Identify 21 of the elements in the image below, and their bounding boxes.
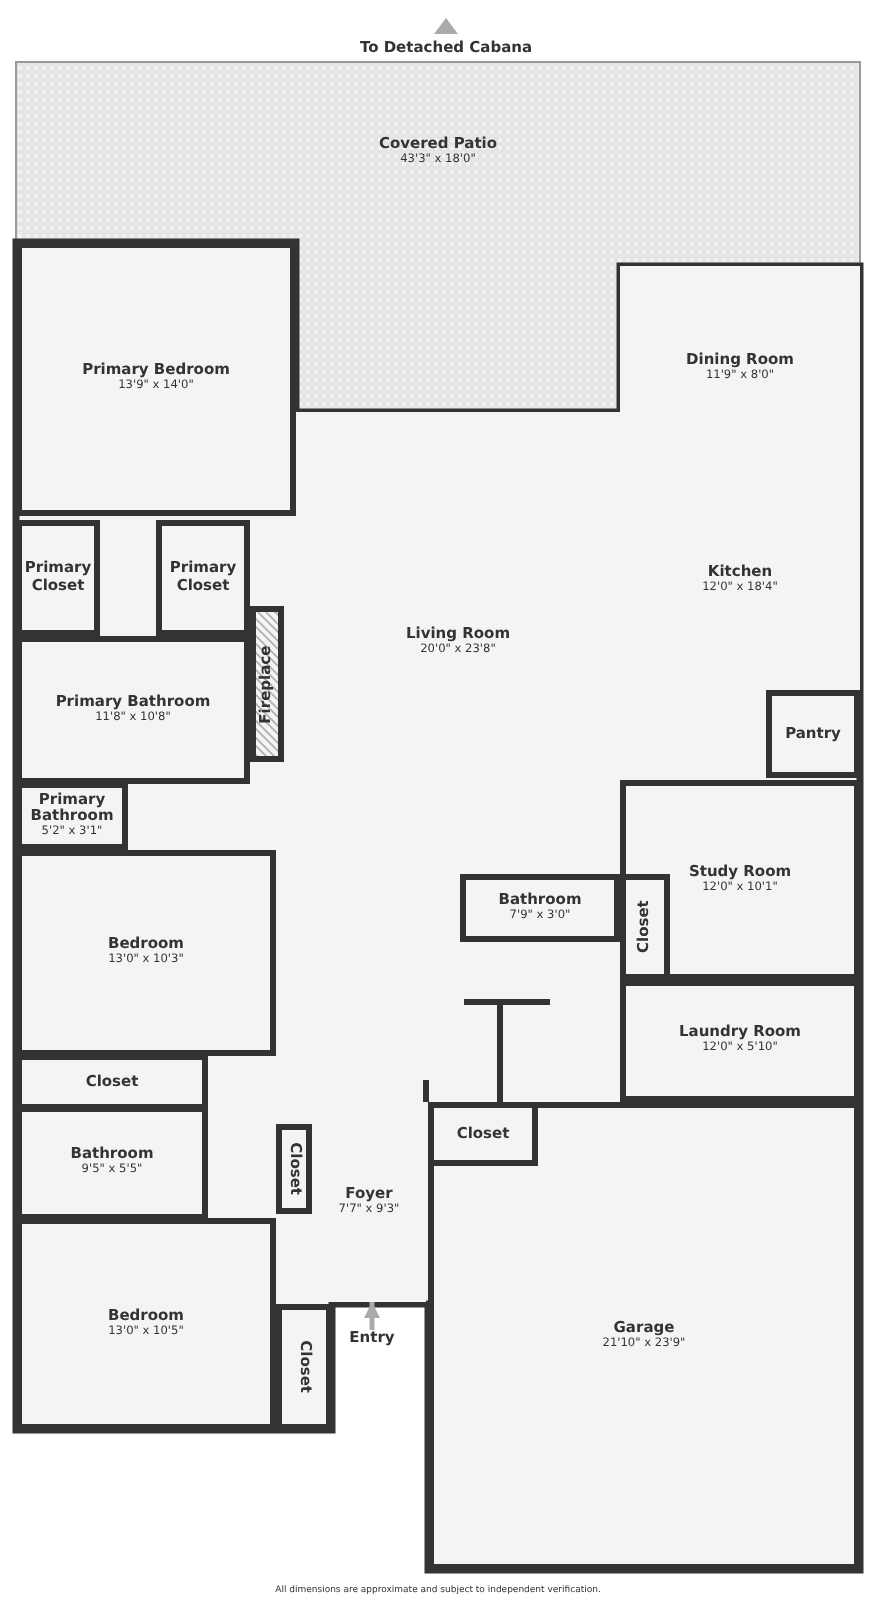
room xyxy=(460,874,620,942)
room xyxy=(620,874,670,980)
room xyxy=(16,1054,208,1110)
room xyxy=(16,242,296,516)
room xyxy=(16,850,276,1056)
open-room-area xyxy=(620,266,860,470)
room xyxy=(428,1102,538,1166)
room xyxy=(156,520,250,636)
fireplace xyxy=(250,606,284,762)
room xyxy=(16,520,100,636)
room xyxy=(16,1218,276,1430)
room xyxy=(16,1106,208,1220)
room xyxy=(276,1124,312,1214)
room xyxy=(620,980,860,1102)
entry-arrow xyxy=(364,1302,380,1330)
room xyxy=(16,782,128,850)
room xyxy=(16,636,250,784)
room xyxy=(766,690,860,778)
room xyxy=(428,1102,860,1570)
room xyxy=(276,1304,332,1430)
room xyxy=(620,780,860,980)
